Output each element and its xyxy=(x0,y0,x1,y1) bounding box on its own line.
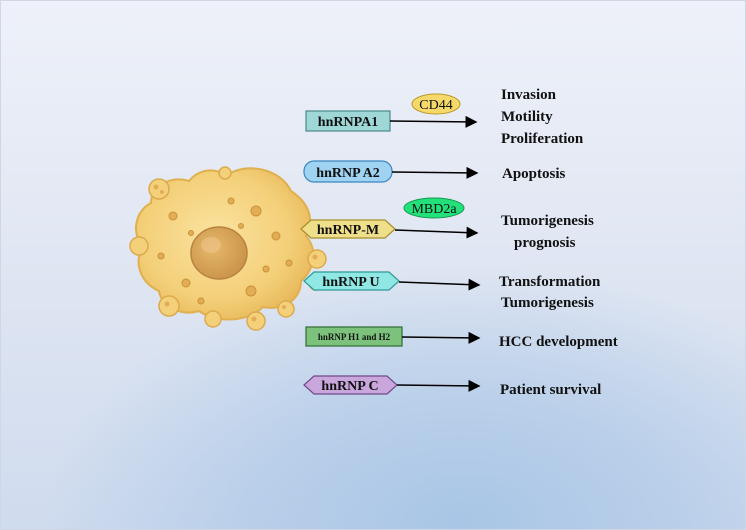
protein-hnrnp-u: hnRNP U xyxy=(303,271,400,291)
arrow xyxy=(394,226,479,239)
protein-label: hnRNPA1 xyxy=(318,115,378,130)
outcome-label: HCC development xyxy=(499,334,618,350)
mediator-label: CD44 xyxy=(419,98,452,113)
outcome-group-6: Patient survival xyxy=(500,382,601,398)
protein-hnrnp-m: hnRNP-M xyxy=(300,219,396,239)
protein-hnrnp-c: hnRNP C xyxy=(303,375,398,395)
cell-nucleus xyxy=(190,226,248,280)
outcome-label: Tumorigenesis xyxy=(501,295,594,311)
protein-label: hnRNP-M xyxy=(317,223,379,238)
arrow xyxy=(396,379,481,392)
outcome-group-3: Tumorigenesis prognosis xyxy=(501,213,594,251)
outcome-label: Motility xyxy=(501,109,553,125)
outcome-label: Patient survival xyxy=(500,382,601,398)
outcome-group-2: Apoptosis xyxy=(502,166,566,182)
outcome-label: prognosis xyxy=(514,235,576,251)
protein-label: hnRNP U xyxy=(322,275,379,290)
protein-label: hnRNP A2 xyxy=(316,166,379,181)
outcome-group-5: HCC development xyxy=(499,334,618,350)
outcome-group-4: Transformation Tumorigenesis xyxy=(499,274,601,311)
outcome-label: Tumorigenesis xyxy=(501,213,594,229)
outcome-label: Apoptosis xyxy=(502,166,566,182)
protein-hnrnpa1: hnRNPA1 xyxy=(305,110,391,132)
protein-label: hnRNP C xyxy=(321,379,378,394)
mediator-cd44: CD44 xyxy=(411,93,461,115)
arrow xyxy=(398,278,481,291)
protein-hnrnp-a2: hnRNP A2 xyxy=(303,160,393,183)
arrow xyxy=(389,115,478,128)
outcome-label: Proliferation xyxy=(501,131,584,147)
cell-illustration xyxy=(129,166,327,331)
arrow xyxy=(401,331,481,344)
outcome-label: Invasion xyxy=(501,87,557,103)
outcome-label: Transformation xyxy=(499,274,601,290)
protein-hnrnp-h1-h2: hnRNP H1 and H2 xyxy=(305,326,403,347)
protein-label: hnRNP H1 and H2 xyxy=(318,332,391,342)
mediator-mbd2a: MBD2a xyxy=(403,197,465,219)
outcome-group-1: Invasion Motility Proliferation xyxy=(501,87,584,147)
arrows xyxy=(389,115,481,392)
arrow xyxy=(391,166,479,179)
mediator-label: MBD2a xyxy=(411,202,457,217)
